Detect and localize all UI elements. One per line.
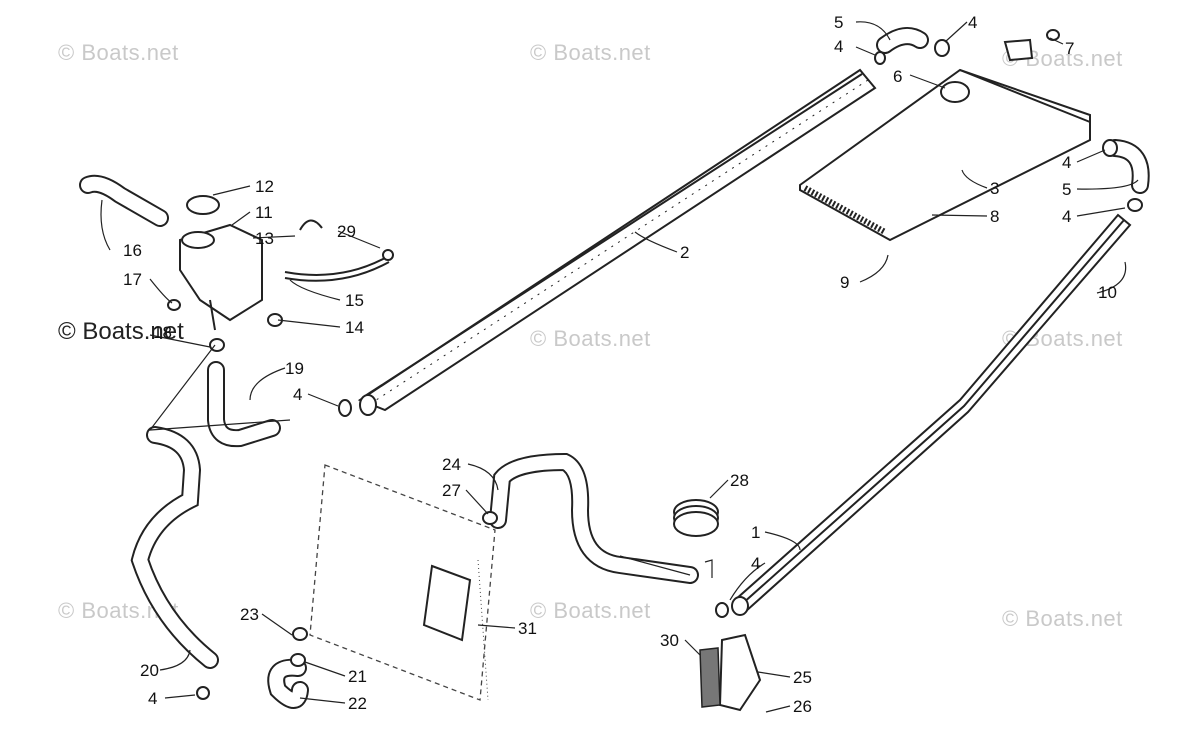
callout-31: 31 [518,619,537,638]
callout-4: 4 [1062,207,1071,226]
callout-30: 30 [660,631,679,650]
callout-6: 6 [893,67,902,86]
pad-30 [699,647,721,708]
callout-10: 10 [1098,283,1117,302]
watermark: © Boats.net [1002,606,1123,631]
coolant-bottle [179,195,263,331]
callout-15: 15 [345,291,364,310]
callout-3: 3 [990,179,999,198]
callout-11: 11 [255,203,273,222]
callout-21: 21 [348,667,367,686]
callout-5: 5 [1062,180,1071,199]
clamp-28 [673,499,719,537]
callout-27: 27 [442,481,461,500]
callout-4: 4 [834,37,843,56]
callout-29: 29 [337,222,356,241]
callout-12: 12 [255,177,274,196]
radiator [309,464,496,701]
callout-7: 7 [1065,39,1074,58]
callout-23: 23 [240,605,259,624]
callout-2: 2 [680,243,689,262]
watermark: © Boats.net [530,326,651,351]
callout-9: 9 [840,273,849,292]
watermark: © Boats.net [530,598,651,623]
watermark: © Boats.net [530,40,651,65]
callout-13: 13 [255,229,274,248]
heat-exchanger-3 [799,38,1091,242]
callout-17: 17 [123,270,142,289]
callout-1: 1 [751,523,760,542]
callout-4: 4 [148,689,157,708]
watermark: © Boats.net [58,40,179,65]
heat-exchanger-1 [731,213,1132,616]
callout-26: 26 [793,697,812,716]
callout-4: 4 [1062,153,1071,172]
leader-lines [100,21,1139,713]
callout-14: 14 [345,318,364,337]
callout-8: 8 [990,207,999,226]
heat-exchanger-2 [357,68,877,416]
callout-25: 25 [793,668,812,687]
callout-4: 4 [968,13,977,32]
callout-numbers: 5 4 4 7 6 3 8 4 5 4 9 10 2 12 11 13 29 1… [123,13,1117,716]
bracket-25 [718,633,762,712]
callout-16: 16 [123,241,142,260]
callout-4: 4 [293,385,302,404]
callout-18: 18 [153,323,172,342]
callout-24: 24 [442,455,461,474]
callout-22: 22 [348,694,367,713]
callout-19: 19 [285,359,304,378]
callout-4: 4 [751,554,760,573]
watermark-main: © Boats.net [58,318,184,345]
callout-5: 5 [834,13,843,32]
callout-20: 20 [140,661,159,680]
callout-28: 28 [730,471,749,490]
